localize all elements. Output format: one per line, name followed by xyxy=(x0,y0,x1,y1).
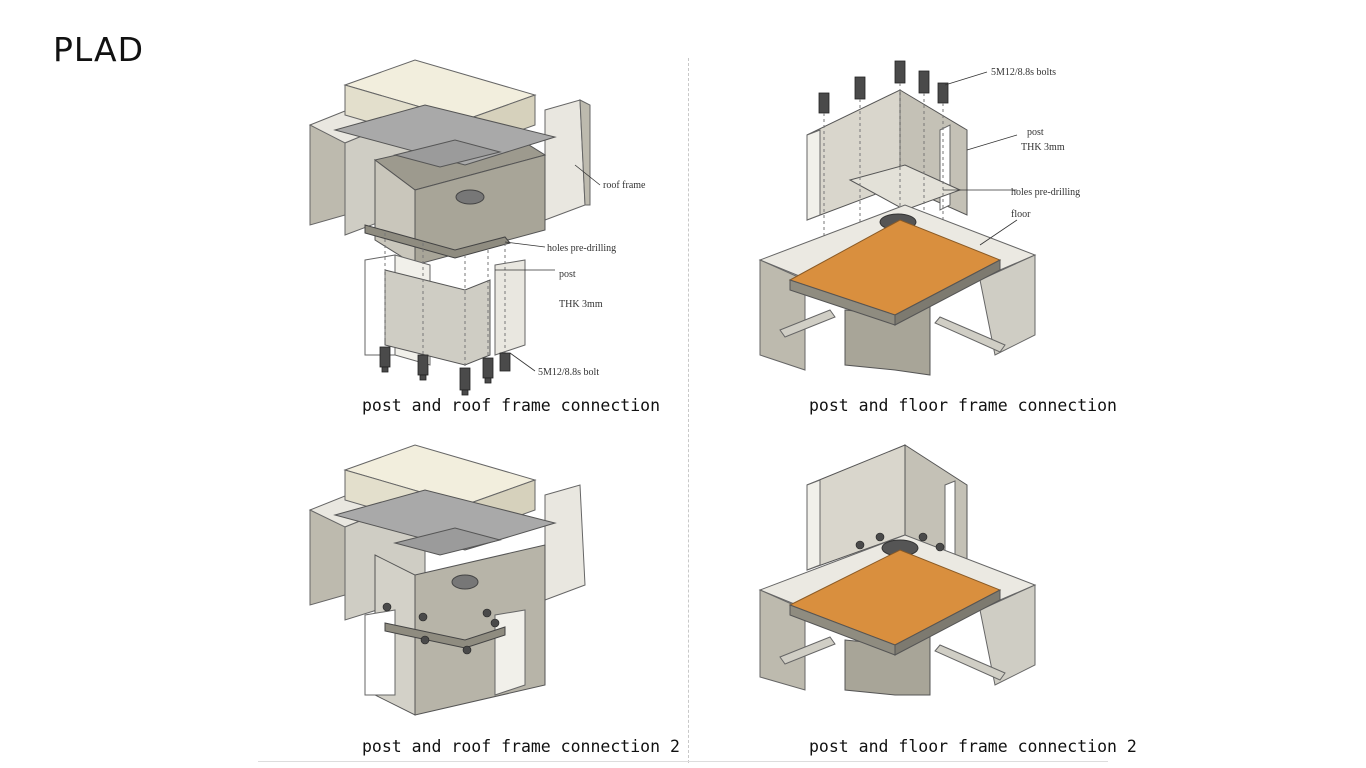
floor-connection-2-drawing xyxy=(758,444,1037,696)
label-holes-predrilling: holes pre-drilling xyxy=(547,243,616,254)
label-bolts: 5M12/8.8s bolts xyxy=(991,67,1056,78)
diagram-floor-connection-2 xyxy=(755,444,1055,705)
label-thk: THK 3mm xyxy=(1021,142,1065,153)
roof-connection-2-drawing xyxy=(308,444,586,716)
floor-connection-drawing: 5M12/8.8s bolts post THK 3mm holes pre-d… xyxy=(758,60,1080,376)
label-post: post xyxy=(559,269,576,280)
caption-floor-connection-2: post and floor frame connection 2 xyxy=(809,737,1137,756)
brand-logo: PLAD xyxy=(53,30,145,69)
bottom-rule xyxy=(258,761,1108,762)
roof-connection-drawing: roof frame holes pre-drilling post THK 3… xyxy=(308,59,646,396)
label-holes-predrilling: holes pre-drilling xyxy=(1011,187,1080,198)
diagram-floor-connection: 5M12/8.8s bolts post THK 3mm holes pre-d… xyxy=(755,55,1115,380)
label-thk: THK 3mm xyxy=(559,299,603,310)
diagram-roof-connection-2 xyxy=(305,444,605,725)
label-bolt: 5M12/8.8s bolt xyxy=(538,367,599,378)
diagram-roof-connection: roof frame holes pre-drilling post THK 3… xyxy=(305,55,665,400)
caption-roof-connection: post and roof frame connection xyxy=(362,396,661,415)
label-post: post xyxy=(1027,127,1044,138)
center-divider xyxy=(688,58,689,763)
label-roof-frame: roof frame xyxy=(603,180,646,191)
caption-roof-connection-2: post and roof frame connection 2 xyxy=(362,737,680,756)
caption-floor-connection: post and floor frame connection xyxy=(809,396,1117,415)
label-floor: floor xyxy=(1011,209,1031,220)
